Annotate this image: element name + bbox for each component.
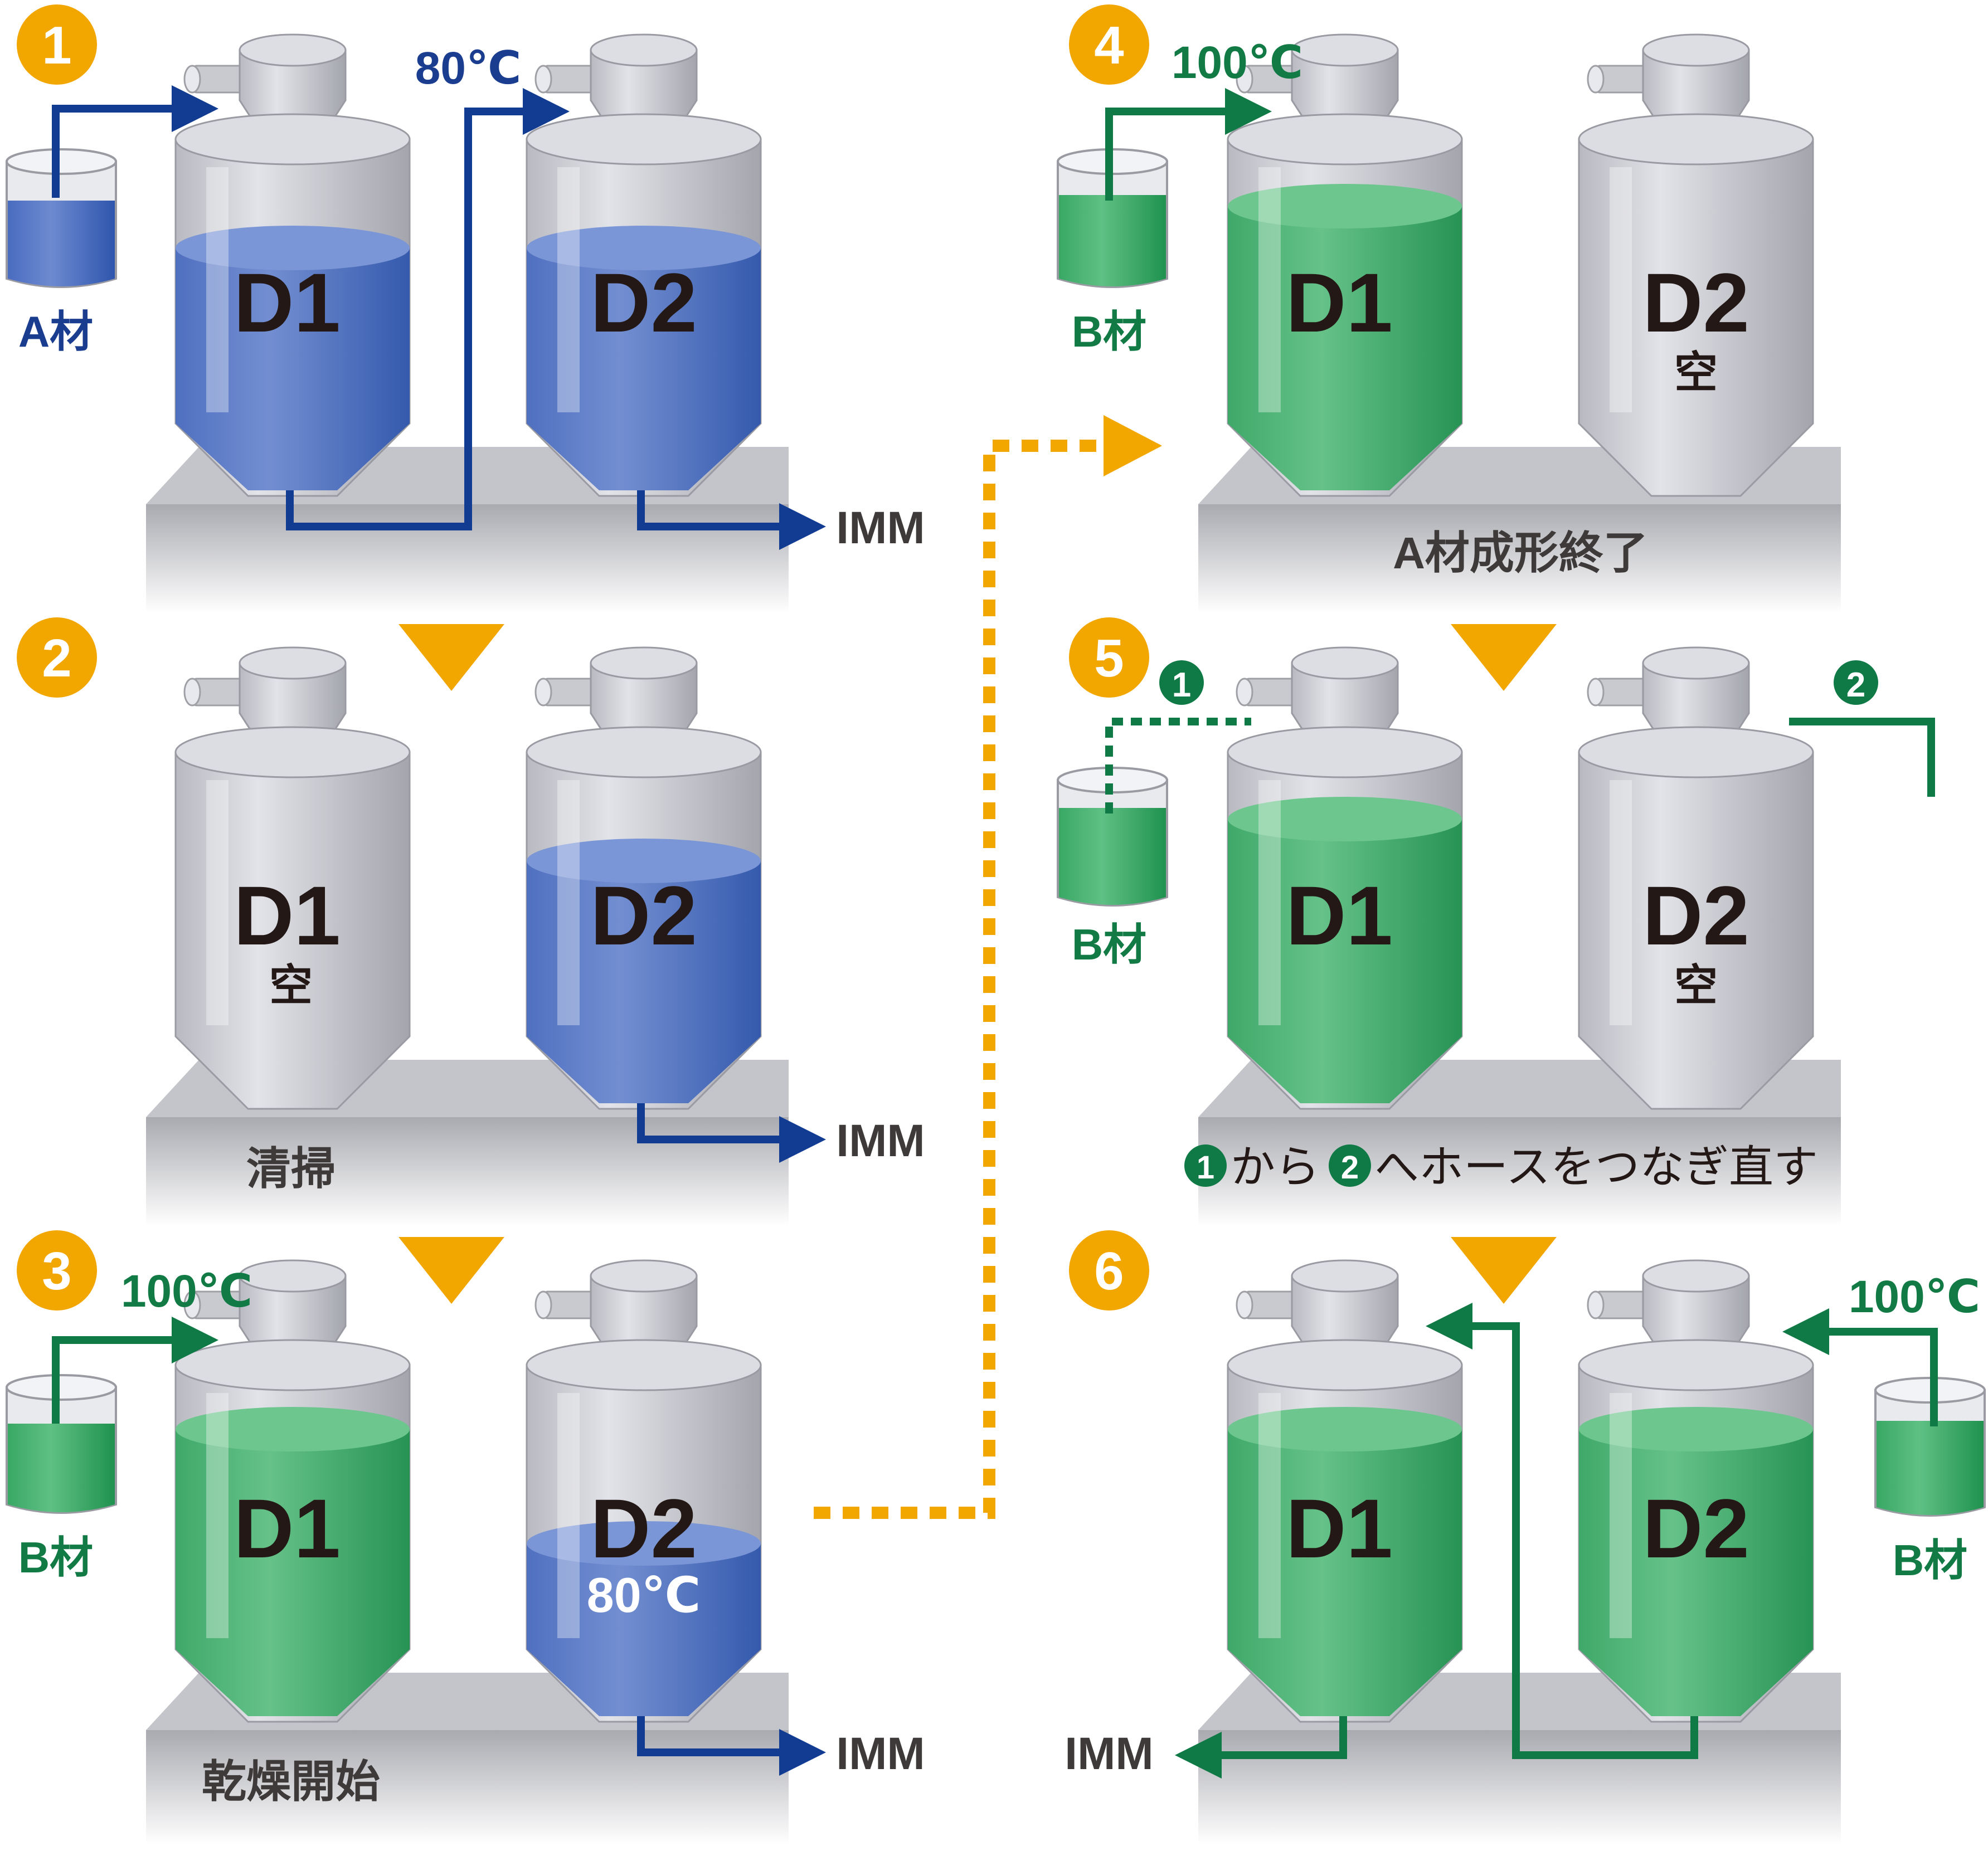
fill-d1-step1 bbox=[176, 226, 410, 490]
label-imm-step6: IMM bbox=[1065, 1728, 1153, 1779]
step-badge-6: 6 bbox=[1069, 1230, 1149, 1311]
hose-b-to-d1-step3 bbox=[52, 1317, 218, 1424]
fill-d2-step6 bbox=[1579, 1407, 1813, 1716]
svg-text:1: 1 bbox=[42, 16, 71, 75]
hose-d1-to-imm-step6 bbox=[1175, 1716, 1347, 1779]
fill-d2-step3 bbox=[527, 1521, 761, 1716]
svg-text:4: 4 bbox=[1094, 16, 1124, 75]
fill-d1-step5 bbox=[1228, 797, 1462, 1103]
beaker-a-step1 bbox=[6, 148, 117, 288]
label-imm-step2: IMM bbox=[836, 1116, 925, 1166]
beaker-b-step5 bbox=[1057, 767, 1168, 907]
label-material-b-step6: B材 bbox=[1893, 1536, 1967, 1585]
label-d2-step4: D2 bbox=[1642, 256, 1749, 349]
label-temp-100-step6: 100℃ bbox=[1849, 1272, 1980, 1322]
hose-b-to-d1-step4 bbox=[1105, 88, 1272, 201]
fill-d2-step1 bbox=[527, 226, 761, 490]
beaker-b-step3 bbox=[6, 1374, 117, 1514]
label-imm-step3: IMM bbox=[836, 1728, 925, 1779]
step-badge-1: 1 bbox=[17, 4, 97, 85]
svg-text:6: 6 bbox=[1094, 1241, 1124, 1301]
flow-dotted-3-to-4 bbox=[814, 440, 1106, 1519]
flow-arrow-1-2 bbox=[398, 624, 504, 691]
label-empty-d2-step4: 空 bbox=[1674, 348, 1718, 398]
flow-arrow-4-5 bbox=[1451, 624, 1557, 691]
label-temp-80-step1: 80℃ bbox=[415, 43, 522, 94]
label-d2-step6: D2 bbox=[1642, 1482, 1749, 1575]
flow-dotted-arrowhead bbox=[1104, 415, 1162, 476]
flow-arrow-2-3 bbox=[398, 1237, 504, 1304]
hose-d2-to-imm-step1 bbox=[637, 490, 826, 550]
flow-arrow-5-6 bbox=[1451, 1237, 1557, 1304]
hose-a-to-d1-step1 bbox=[52, 85, 218, 198]
label-empty-d1-step2: 空 bbox=[269, 961, 313, 1011]
label-d2-step3: D2 bbox=[590, 1482, 697, 1575]
hose-marker-2: 2 bbox=[1834, 660, 1878, 705]
svg-text:3: 3 bbox=[42, 1241, 71, 1301]
beaker-b-step6 bbox=[1874, 1377, 1986, 1517]
label-imm-step1: IMM bbox=[836, 503, 925, 553]
svg-text:5: 5 bbox=[1094, 629, 1124, 688]
label-temp-100-step4: 100℃ bbox=[1172, 37, 1303, 88]
fill-d1-step4 bbox=[1228, 184, 1462, 490]
hose-d2-to-d1-step6 bbox=[1426, 1303, 1698, 1759]
label-material-b-step3: B材 bbox=[18, 1533, 93, 1582]
label-d1-step1: D1 bbox=[234, 256, 341, 349]
label-d1-step3: D1 bbox=[234, 1482, 341, 1575]
label-d2-step5: D2 bbox=[1642, 869, 1749, 962]
svg-text:へホースをつなぎ直す: へホースをつなぎ直す bbox=[1374, 1141, 1818, 1193]
dryer-highlights bbox=[206, 167, 1632, 1638]
svg-text:1: 1 bbox=[1172, 666, 1191, 704]
label-d1-step6: D1 bbox=[1286, 1482, 1393, 1575]
svg-text:1: 1 bbox=[1197, 1149, 1214, 1186]
hose-d2-solid-step5 bbox=[1789, 718, 1935, 797]
label-material-b-step5: B材 bbox=[1072, 920, 1146, 969]
label-d1-step4: D1 bbox=[1286, 256, 1393, 349]
step-badge-5: 5 bbox=[1069, 617, 1149, 698]
fill-d2-step2 bbox=[527, 839, 761, 1103]
caption-step4: A材成形終了 bbox=[1393, 528, 1648, 578]
svg-text:2: 2 bbox=[42, 629, 71, 688]
hose-d2-to-imm-step3 bbox=[637, 1716, 826, 1776]
svg-text:から: から bbox=[1231, 1141, 1320, 1193]
label-d1-step2: D1 bbox=[234, 869, 341, 962]
label-material-a-step1: A材 bbox=[18, 307, 93, 356]
hose-d1-to-d2-step1 bbox=[286, 88, 570, 530]
label-temp-100-step3: 100℃ bbox=[121, 1266, 252, 1317]
step-badge-4: 4 bbox=[1069, 4, 1149, 85]
fill-d1-step6 bbox=[1228, 1407, 1462, 1716]
hose-b-to-d2-step6 bbox=[1782, 1308, 1938, 1426]
beaker-b-step4 bbox=[1057, 148, 1168, 288]
label-d2-step2: D2 bbox=[590, 869, 697, 962]
caption-step5: 1 から 2 へホースをつなぎ直す bbox=[1184, 1141, 1818, 1193]
label-temp-d2-step3: 80℃ bbox=[587, 1567, 701, 1623]
label-d1-step5: D1 bbox=[1286, 869, 1393, 962]
fill-d1-step3 bbox=[176, 1407, 410, 1716]
svg-text:2: 2 bbox=[1846, 666, 1865, 704]
caption-step2: 清掃 bbox=[246, 1144, 336, 1194]
label-d2-step1: D2 bbox=[590, 256, 697, 349]
step-badge-3: 3 bbox=[17, 1230, 97, 1311]
step-badge-2: 2 bbox=[17, 617, 97, 698]
label-material-b-step4: B材 bbox=[1072, 307, 1146, 356]
caption-step3: 乾燥開始 bbox=[202, 1757, 380, 1806]
svg-text:2: 2 bbox=[1341, 1149, 1359, 1186]
label-empty-d2-step5: 空 bbox=[1674, 961, 1718, 1011]
hose-marker-1: 1 bbox=[1159, 660, 1204, 705]
hose-d2-to-imm-step2 bbox=[637, 1103, 826, 1163]
